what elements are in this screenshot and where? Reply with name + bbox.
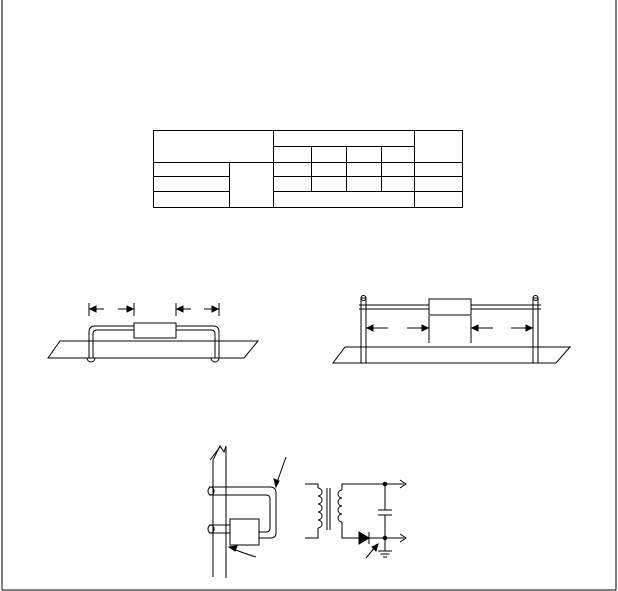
- resistor-lead-spacing-diagram: [47, 303, 260, 363]
- transformer-secondary-icon: [337, 489, 343, 523]
- chassis-mount-diagram: [207, 445, 287, 578]
- transformer-primary-icon: [317, 487, 323, 529]
- schematic-circuit: [305, 479, 407, 559]
- arrow-icon: [371, 543, 379, 552]
- resistor-standoff-diagram: [332, 295, 572, 364]
- empty-table: [153, 130, 463, 208]
- zener-diode-icon: [358, 531, 370, 545]
